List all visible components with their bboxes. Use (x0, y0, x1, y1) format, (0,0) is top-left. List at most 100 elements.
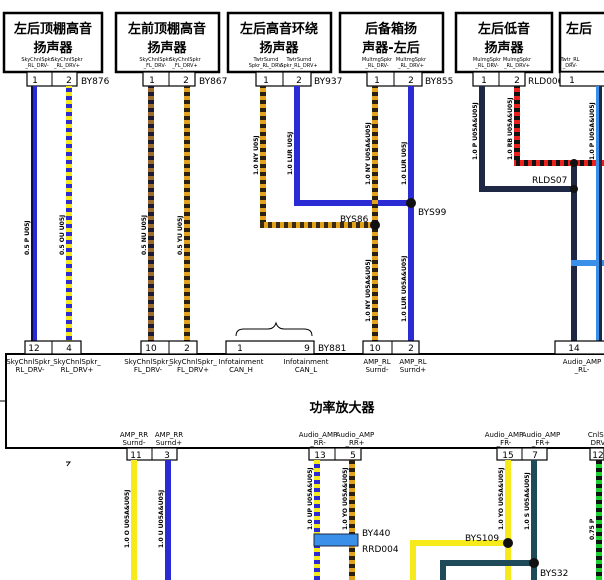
pin-number: 4 (66, 344, 72, 354)
wire (440, 560, 536, 566)
pin-signal-label: _RL_DRV- (364, 63, 388, 69)
wire-bundle-upper (31, 86, 604, 346)
wire (479, 186, 577, 192)
inline-connector (313, 533, 359, 547)
wire-labels-lower: 1.0 O U05A&U05J 1.0 U U05A&U05J 1.0 UP U… (124, 467, 596, 548)
connector-id: RLD006 (528, 77, 564, 87)
wire (148, 86, 154, 346)
pin-number: 1 (263, 76, 269, 86)
pin-number: 3 (164, 451, 170, 461)
pin-signal-label: TwtrSurnd (286, 57, 312, 63)
wire-label: 1.0 P U05A&U05J (589, 102, 596, 160)
pin-signal-label: _FR- (496, 439, 512, 447)
wire (514, 86, 520, 166)
wire (571, 260, 604, 266)
splice-label: BYS99 (418, 208, 447, 218)
speaker-rl-roof-tweeter: 左后顶棚高音 扬声器 SkyChnlSpkr _RL_DRV- SkyChnlS… (2, 11, 110, 87)
connector-pin-strip (559, 71, 604, 87)
speaker-title-line2: 扬声器 (259, 40, 299, 56)
splice-label: BYS109 (465, 534, 499, 544)
amp-title: 功率放大器 (309, 400, 375, 416)
wire (294, 200, 411, 206)
pin-signal-label: Spkr_RL_DRV- (249, 63, 284, 69)
wire-bundle-lower (131, 460, 602, 580)
connector-pin-strip (362, 340, 420, 355)
pin-signal-label: Surnd- (122, 439, 146, 447)
wire-label: 1.0 UP U05A&U05J (307, 467, 314, 530)
pin-number: 2 (296, 76, 302, 86)
pin-signal-label: CAN_H (229, 366, 253, 374)
wire (66, 86, 72, 346)
pin-signal-label: Spkr_RL_DRV+ (280, 63, 317, 69)
speaker-fl-roof-tweeter: 左前顶棚高音 扬声器 SkyChnlSpkr _FL_DRV- SkyChnlS… (114, 11, 227, 87)
wire (410, 540, 416, 580)
connector-id: BY867 (199, 77, 227, 87)
pin-signal-label: MultmgSpkr (396, 57, 427, 63)
pin-signal-label: MulmgSpkr (503, 57, 532, 63)
pin-number: 13 (314, 451, 325, 461)
pin-number: 1 (237, 344, 243, 354)
wire-label: 0.5 P U05J (24, 220, 31, 255)
connector-pin-strip (554, 340, 604, 355)
wire (372, 86, 378, 346)
pin-number: 2 (183, 76, 189, 86)
pin-signal-label: Audio_AMP (336, 431, 374, 439)
pin-signal-label: Surnd- (365, 366, 389, 374)
wire-label: 0.75 P (589, 518, 596, 540)
wire-label: 1.0 LUR U05J (287, 132, 294, 175)
pin-signal-label: Audio_AMP (522, 431, 560, 439)
speaker-rl-partial: 左后 Twtr_RL _DRV- 1 (558, 11, 604, 87)
pin-signal-label: _DRV- (562, 63, 578, 69)
splice-dot (370, 220, 380, 230)
pin-signal-label: AMP_RR (155, 431, 183, 439)
pin-signal-label: _FL_DRV+ (171, 63, 197, 69)
speaker-rl-woofer: 左后低音 扬声器 MulmgSpkr _RL_DRV- MulmgSpkr _R… (454, 11, 564, 87)
wire-label: 1.0 NY U05J (253, 135, 260, 175)
pin-signal-label: DRV (591, 439, 604, 447)
wire (479, 86, 485, 192)
pin-signal-label: CnlSp (588, 431, 604, 439)
speaker-title-line1: 左前顶棚高音 (128, 21, 206, 37)
pin-number: 7 (532, 451, 538, 461)
pin-signal-label: _RL_DRV+ (503, 63, 530, 69)
pin-signal-label: MultmgSpkr (362, 57, 393, 63)
wire (260, 86, 266, 228)
connector-id: BY876 (81, 77, 110, 87)
wire-label: 1.0 YO U05A&U05J (342, 467, 349, 530)
speaker-title-line1: 后备箱扬 (365, 21, 417, 37)
pin-signal-label: SkyChnlSpkr_ (124, 358, 172, 366)
connector-pin-strip (225, 340, 315, 355)
pin-signal-label: RL_DRV+ (61, 366, 94, 374)
connector-id: BY937 (314, 77, 342, 87)
pin-signal-label: AMP_RL (399, 358, 426, 366)
pin-number: 2 (514, 76, 520, 86)
splice-label: RLDS07 (532, 176, 567, 186)
pin-number: 1 (569, 76, 575, 86)
splice-label: BYS32 (540, 569, 568, 579)
pin-number: 2 (408, 76, 414, 86)
pin-number: 12 (28, 344, 39, 354)
wire (440, 560, 446, 580)
pin-signal-label: Infotainment (284, 358, 329, 366)
pin-number: 14 (568, 344, 580, 354)
pin-number: 15 (502, 451, 513, 461)
pin-signal-label: FL_DRV- (134, 366, 163, 374)
wire (31, 86, 37, 346)
wire-label: 1.0 LUR U05A&U05J (401, 256, 408, 322)
power-amplifier: 功率放大器 BY881 12 4 10 2 1 9 10 2 14 SkyChn… (0, 321, 604, 449)
wire (514, 160, 604, 166)
pin-number: 1 (32, 76, 38, 86)
pin-signal-label: SkyChnlSpkr (169, 57, 201, 63)
pin-number: 2 (66, 76, 72, 86)
splice-dot (570, 159, 578, 167)
wire-label: 1.0 NY U05A&U05J (365, 259, 372, 322)
wire (314, 460, 320, 580)
wire-label: 1.0 O U05A&U05J (124, 490, 131, 548)
pin-number: 12 (592, 451, 603, 461)
pin-signal-label: Infotainment (219, 358, 264, 366)
wire (184, 86, 190, 346)
pin-signal-label: SkyChnlSpkr (139, 57, 171, 63)
speaker-title-line2: 声器-左后 (361, 40, 419, 56)
wire (571, 166, 577, 346)
pin-signal-label: _FR+ (531, 439, 550, 447)
